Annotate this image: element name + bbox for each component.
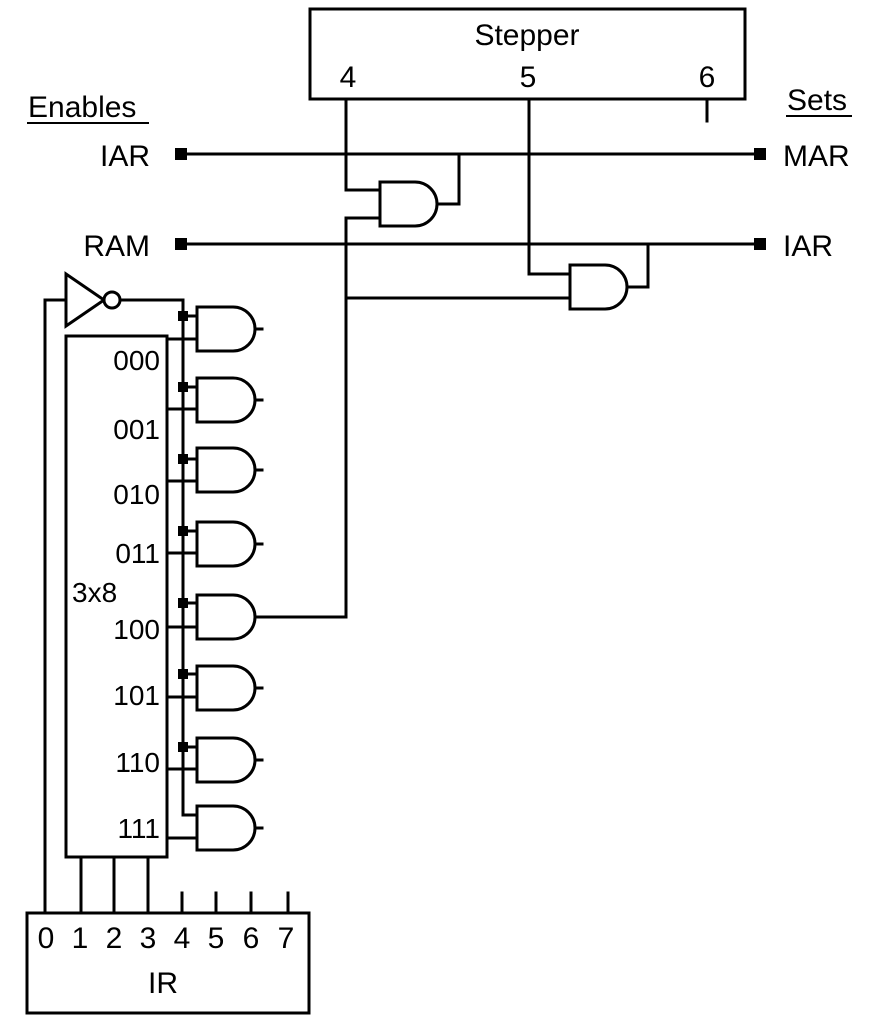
enable-iar-label: IAR bbox=[100, 140, 150, 173]
inverter-wires bbox=[43, 298, 185, 915]
set-mar-label: MAR bbox=[783, 140, 850, 173]
decoder-output-110: 110 bbox=[115, 747, 160, 778]
ir-bit-4: 4 bbox=[174, 922, 191, 955]
decoder-output-100: 100 bbox=[113, 614, 160, 645]
step-wires bbox=[255, 97, 709, 619]
decoder-output-011: 011 bbox=[115, 538, 160, 569]
stepper-step-6: 6 bbox=[699, 61, 716, 94]
ir-box bbox=[25, 911, 311, 1015]
and-gate-011 bbox=[195, 520, 257, 568]
and-gate-010 bbox=[195, 446, 257, 494]
enable-ram-label: RAM bbox=[83, 230, 150, 263]
decoder-label: 3x8 bbox=[72, 577, 117, 608]
inverter-bubble bbox=[102, 290, 122, 310]
and-gate-111 bbox=[195, 804, 257, 852]
and-gate-step5 bbox=[568, 263, 629, 311]
enables-header: Enables bbox=[28, 91, 136, 124]
ir-bit-2: 2 bbox=[106, 922, 123, 955]
decoder-and-gates bbox=[165, 305, 264, 852]
stepper-step-5: 5 bbox=[520, 61, 537, 94]
ir-bit-3: 3 bbox=[140, 922, 157, 955]
ir-bits: 0 1 2 3 4 5 6 7 bbox=[38, 922, 295, 955]
stepper-box bbox=[308, 7, 747, 101]
decoder-box bbox=[64, 334, 169, 859]
ir-bit-1: 1 bbox=[72, 922, 89, 955]
ir-bit-5: 5 bbox=[208, 922, 225, 955]
ir-bit-wires bbox=[79, 855, 290, 915]
inverter-gate bbox=[64, 271, 107, 329]
and-gate-step4 bbox=[378, 180, 439, 228]
decoder-output-101: 101 bbox=[113, 680, 160, 711]
and-gate-110 bbox=[195, 736, 257, 784]
ir-bit-7: 7 bbox=[278, 922, 295, 955]
decoder-output-010: 010 bbox=[113, 479, 160, 510]
decoder-outputs: 000 001 010 011 100 101 110 111 bbox=[113, 345, 160, 844]
decoder-output-111: 111 bbox=[117, 813, 160, 844]
and-gate-100 bbox=[195, 593, 257, 641]
stepper-step-4: 4 bbox=[340, 61, 357, 94]
and-gate-101 bbox=[195, 664, 257, 712]
set-iar-label: IAR bbox=[783, 230, 833, 263]
and-gate-000 bbox=[195, 305, 257, 353]
stepper-title: Stepper bbox=[474, 19, 579, 52]
ir-label: IR bbox=[148, 967, 178, 1000]
and-gate-001 bbox=[195, 376, 257, 424]
ir-bit-0: 0 bbox=[38, 922, 55, 955]
sets-header: Sets bbox=[787, 84, 847, 117]
decoder-output-000: 000 bbox=[113, 345, 160, 376]
decoder-output-001: 001 bbox=[113, 414, 160, 445]
ir-bit-6: 6 bbox=[243, 922, 260, 955]
enable-set-lines bbox=[175, 148, 766, 250]
